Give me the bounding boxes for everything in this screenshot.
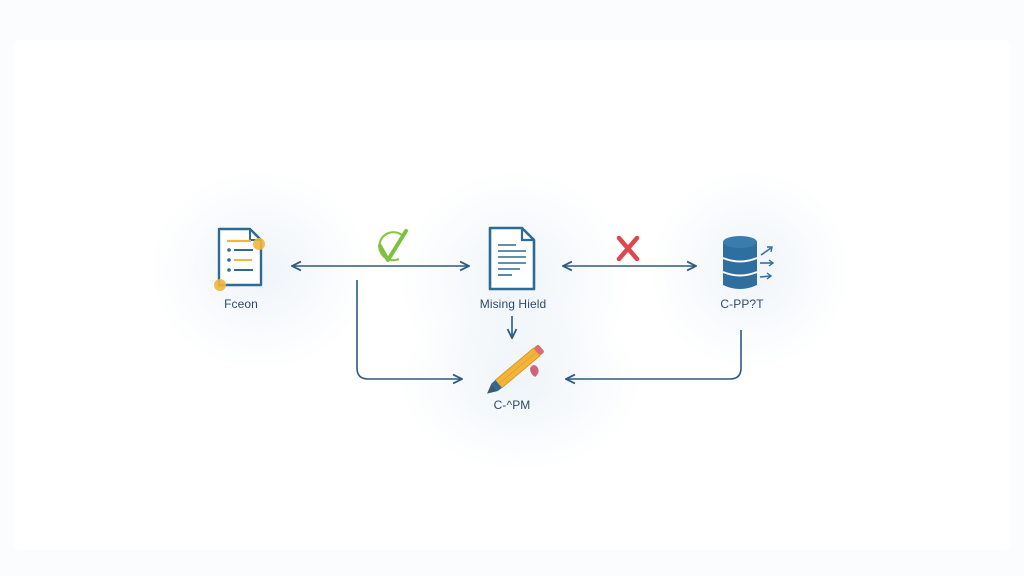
edge-source-edit [356,280,462,379]
check-icon [378,229,408,262]
node-label-missing-field: Mising Hield [479,297,547,311]
node-glow [400,300,640,470]
checklist-document-icon [214,227,265,291]
node-label-edit: C-^PM [493,398,531,412]
node-label-source: Fceon [224,297,258,311]
pencil-icon [487,344,544,394]
node-label-database: C-PP?T [720,297,764,311]
database-icon [722,236,775,289]
edge-db-edit [566,330,742,379]
document-icon [488,226,536,291]
cross-icon [616,235,640,262]
